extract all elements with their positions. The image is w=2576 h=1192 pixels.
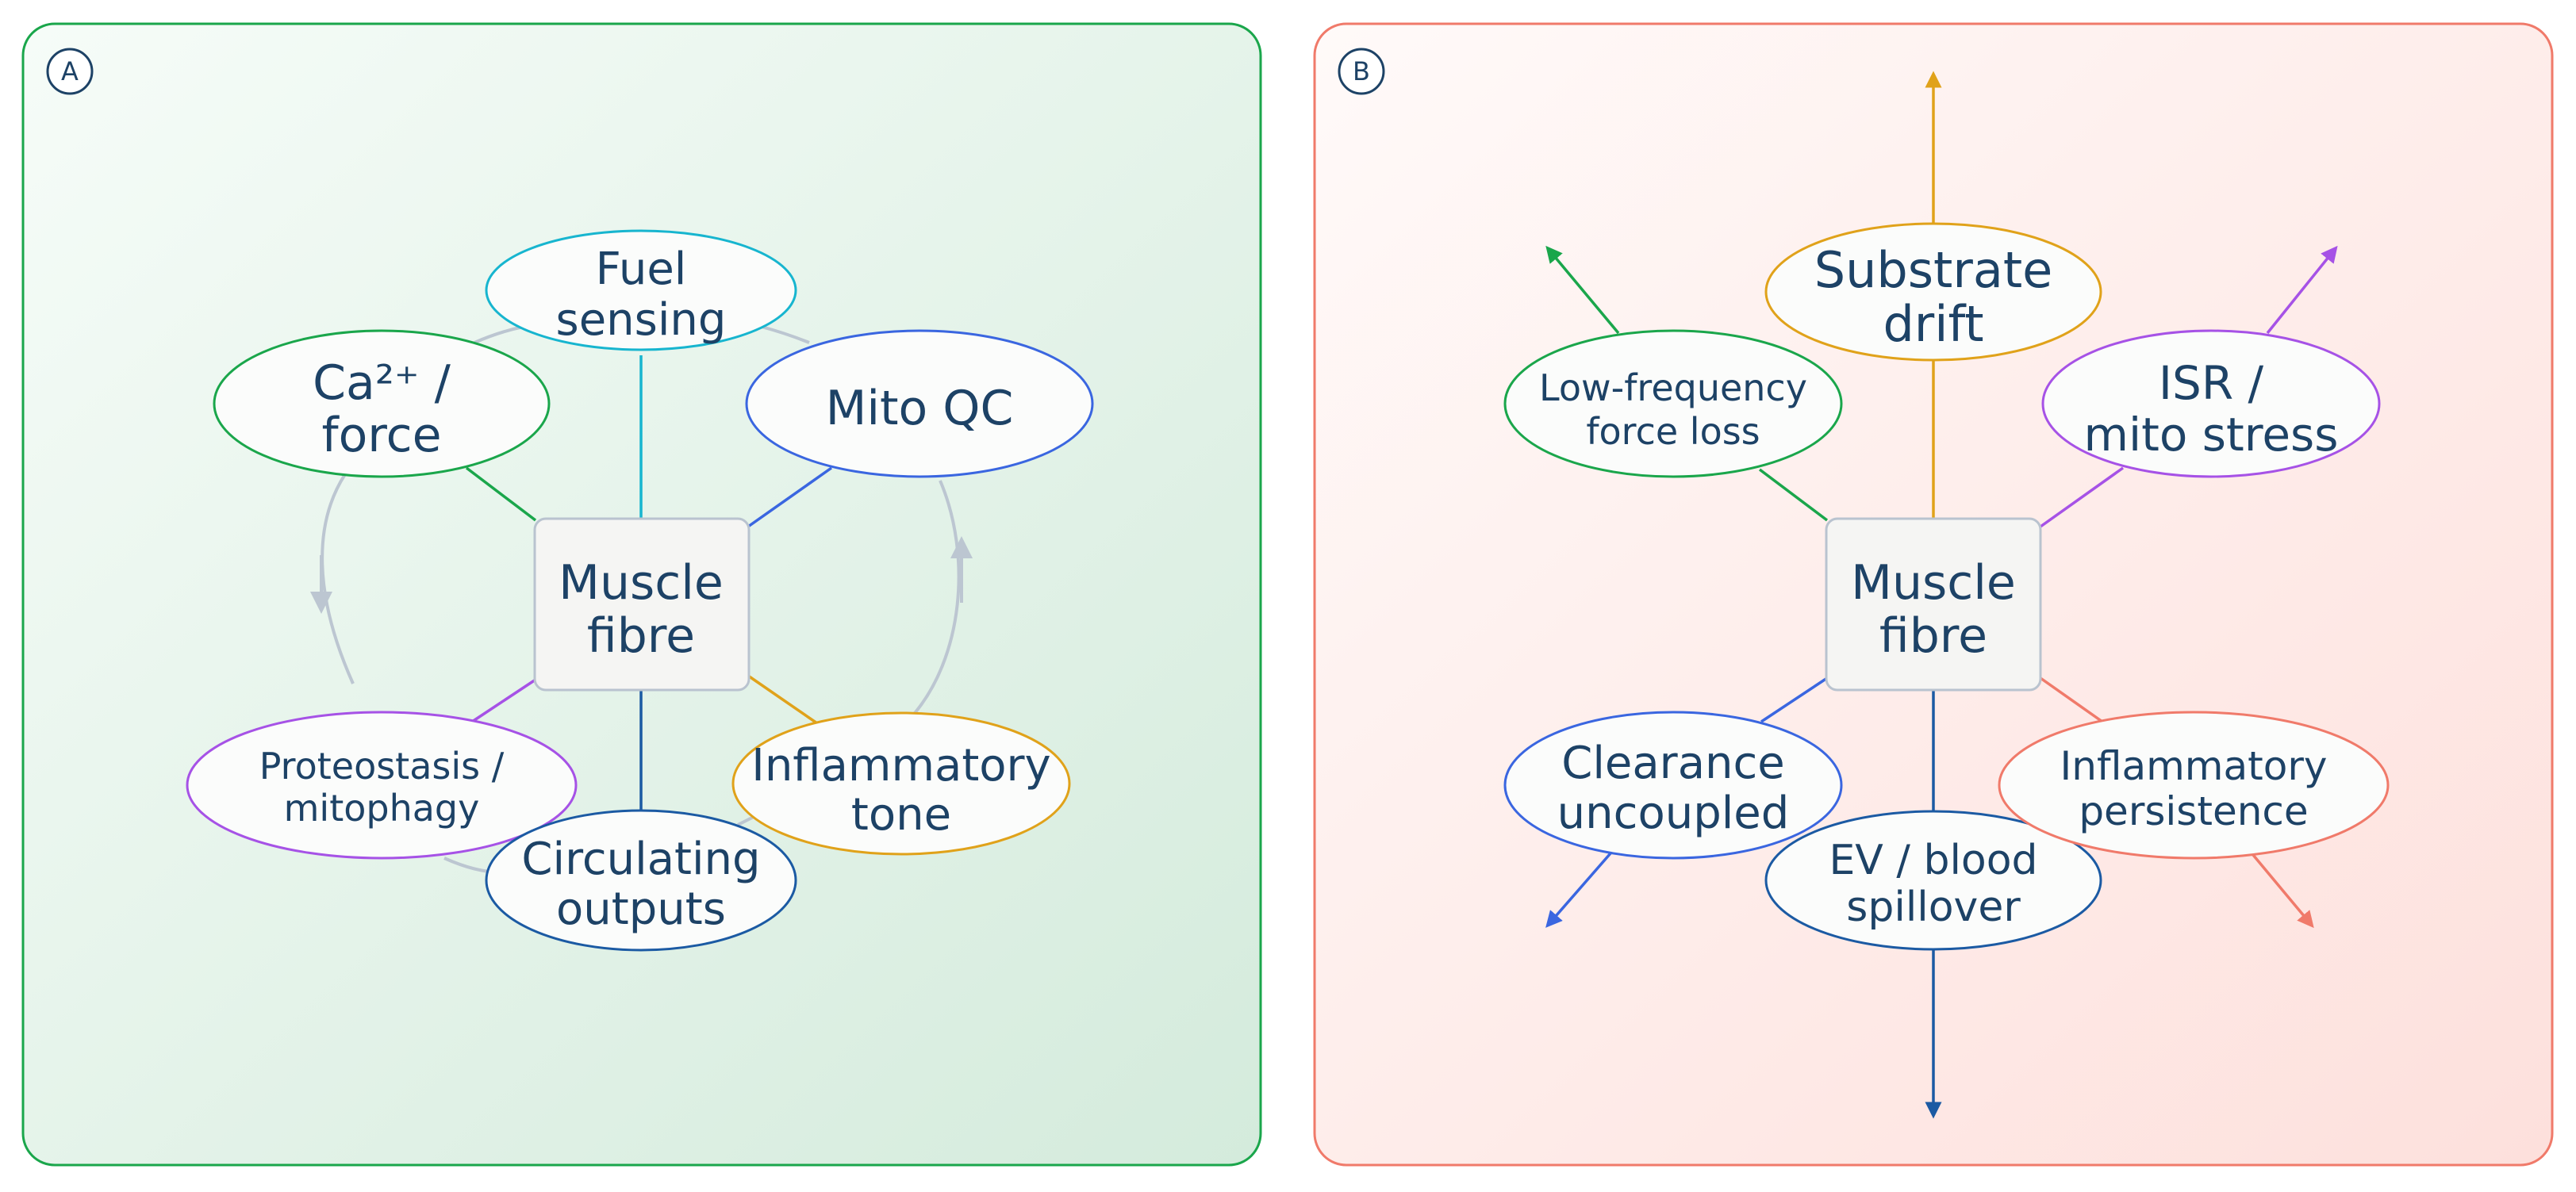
edge-proteostasis (471, 678, 536, 723)
node-proteostasis-line-1: Proteostasis / (259, 745, 505, 788)
node-fuel-sensing: Fuel sensing (485, 229, 797, 351)
node-lowfreq-force-loss: Low-frequency force loss (1503, 329, 1843, 478)
node-inflammatory-persistence-line-1: Inflammatory (2060, 743, 2328, 789)
node-circulating-outputs-line-2: outputs (556, 883, 726, 935)
node-isr-line-2: mito stress (2084, 408, 2339, 462)
node-inflammatory-tone-line-2: tone (851, 789, 951, 841)
panel-a-center-line-2: fibre (587, 608, 695, 664)
panel-b-badge-label: B (1353, 56, 1370, 86)
arrow-clearance-out (1545, 852, 1612, 928)
node-calcium-force: Ca²⁺ / force (213, 329, 551, 478)
node-ev-blood-spillover: EV / blood spillover (1764, 810, 2102, 951)
node-ev-line-2: spillover (1846, 883, 2021, 931)
node-substrate-drift: Substrate drift (1764, 222, 2102, 362)
node-inflammatory-tone-line-1: Inflammatory (751, 740, 1050, 791)
node-fuel-sensing-line-1: Fuel (596, 243, 687, 295)
node-substrate-drift-line-2: drift (1883, 295, 1983, 353)
node-circulating-outputs: Circulating outputs (485, 809, 797, 952)
panel-b-center-node: Muscle fibre (1825, 517, 2042, 692)
edge-b-isr (2039, 466, 2125, 528)
edge-b-inflammatory (2039, 676, 2104, 723)
arrow-lowfreq-out (1545, 245, 1620, 335)
feedback-loop-right-arrow (909, 480, 961, 719)
panel-a-center-node: Muscle fibre (533, 517, 751, 692)
panel-b-center-line-2: fibre (1879, 608, 1987, 664)
panel-a-badge: A (46, 48, 94, 95)
arrow-isr-out (2266, 245, 2338, 335)
panel-a: A Muscle fibre Fuel sensing (21, 22, 1262, 1167)
panel-b-center-line-1: Muscle (1851, 555, 2016, 611)
node-proteostasis-line-2: mitophagy (284, 787, 480, 830)
node-lowfreq-line-1: Low-frequency (1539, 366, 1807, 409)
node-mito-qc-line-1: Mito QC (826, 381, 1014, 436)
edge-b-lowfreq (1758, 468, 1829, 522)
node-inflammatory-tone: Inflammatory tone (731, 711, 1071, 856)
edge-b-clearance (1760, 676, 1828, 723)
edge-mito (747, 466, 833, 528)
node-calcium-force-line-1: Ca²⁺ / (313, 355, 451, 411)
node-clearance-uncoupled: Clearance uncoupled (1503, 711, 1843, 860)
node-inflammatory-persistence: Inflammatory persistence (1998, 711, 2390, 860)
node-inflammatory-persistence-line-2: persistence (2079, 788, 2308, 834)
panel-a-badge-label: A (61, 56, 79, 86)
edge-inflammatory (747, 674, 818, 725)
edge-calcium (465, 466, 537, 522)
node-mito-qc: Mito QC (745, 329, 1094, 478)
feedback-loop-top-right (761, 325, 810, 344)
node-isr-mito-stress: ISR / mito stress (2041, 329, 2381, 478)
node-proteostasis: Proteostasis / mitophagy (186, 711, 578, 860)
panel-b-badge: B (1338, 48, 1385, 95)
node-ev-line-1: EV / blood (1829, 837, 2037, 884)
node-lowfreq-line-2: force loss (1586, 410, 1760, 453)
panel-a-center-line-1: Muscle (559, 555, 724, 611)
node-calcium-force-line-2: force (321, 408, 441, 463)
node-substrate-drift-line-1: Substrate (1814, 241, 2053, 299)
node-fuel-sensing-line-2: sensing (556, 294, 727, 346)
node-isr-line-1: ISR / (2159, 356, 2264, 410)
node-circulating-outputs-line-1: Circulating (521, 834, 760, 885)
node-clearance-line-2: uncoupled (1557, 788, 1790, 839)
arrow-inflammatory-out (2252, 853, 2314, 929)
node-clearance-line-1: Clearance (1561, 738, 1785, 789)
panel-b: B Muscle fibre Substrate drift Low- (1313, 22, 2554, 1167)
